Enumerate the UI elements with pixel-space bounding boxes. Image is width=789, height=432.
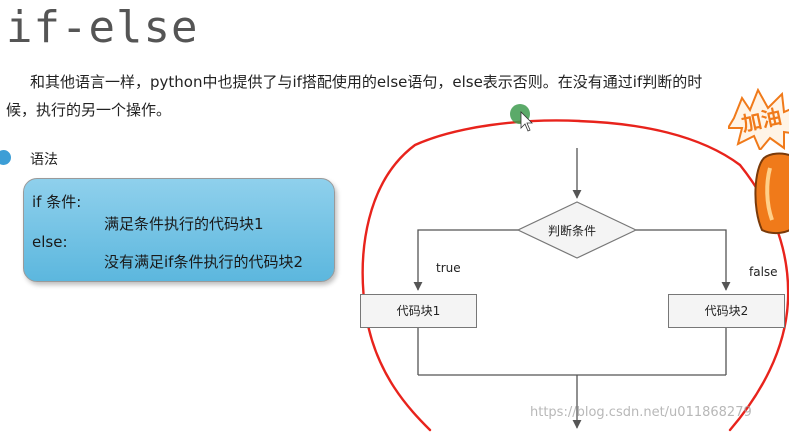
decision-label: 判断条件 (548, 222, 596, 239)
red-annotation-circle (363, 120, 788, 430)
code-block-2: 代码块2 (668, 294, 785, 328)
cheer-badge: 加油 (728, 88, 789, 150)
true-label: true (436, 261, 461, 275)
code-block-1: 代码块1 (360, 294, 477, 328)
true-branch-line (418, 230, 518, 290)
false-branch-line (636, 230, 726, 290)
watermark: https://blog.csdn.net/u011868279 (530, 405, 752, 420)
fist-illustration (752, 148, 789, 238)
false-label: false (749, 265, 778, 279)
